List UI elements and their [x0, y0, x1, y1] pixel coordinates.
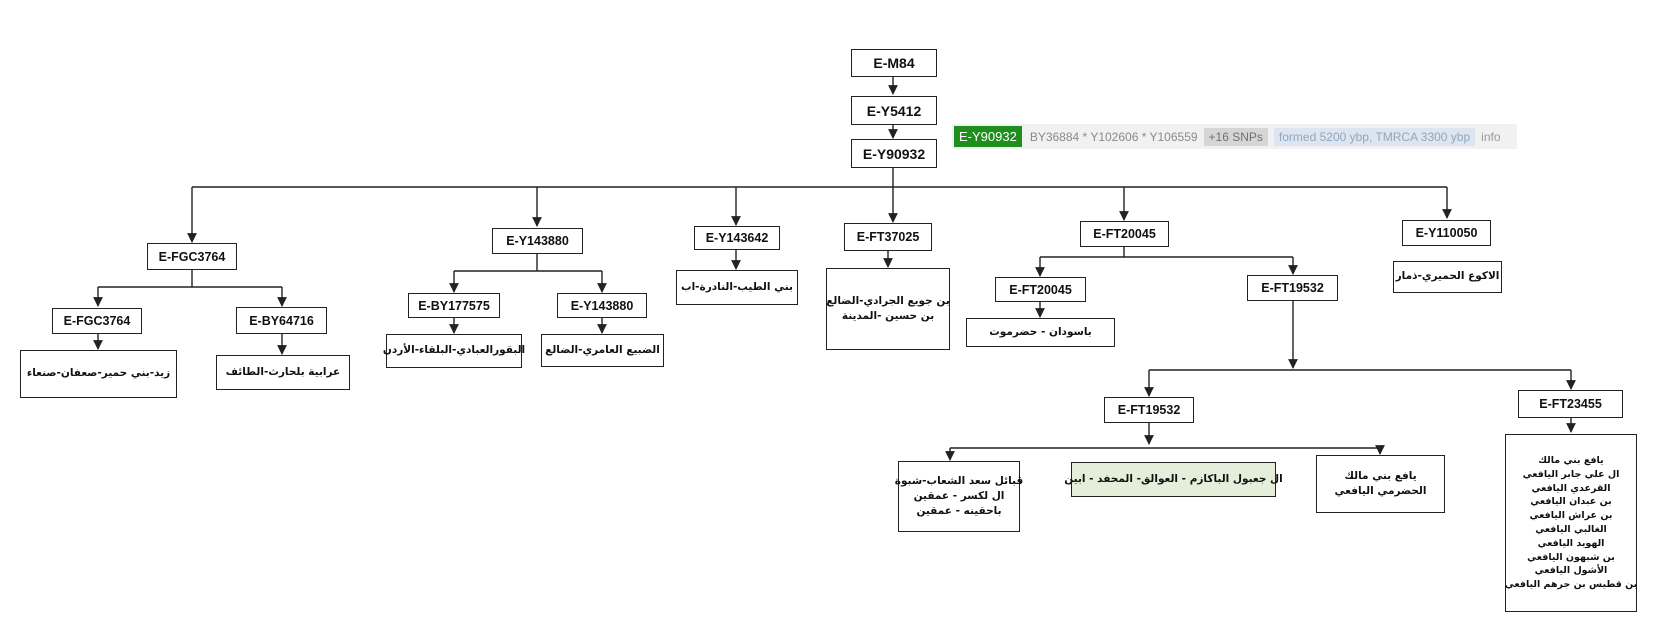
haplogroup-node-ft20045-sub: E-FT20045	[995, 277, 1086, 302]
lineage-leaf: الضبيع العامري-الضالع	[541, 334, 664, 367]
leaf-line: الأشول اليافعي	[1534, 565, 1608, 577]
haplogroup-node-y110050: E-Y110050	[1402, 220, 1491, 246]
leaf-line: بن عراش اليافعي	[1529, 510, 1613, 522]
lineage-leaf: زيد-بني حمير-صعفان-صنعاء	[20, 350, 177, 398]
snp-info-strip: E-Y90932 BY36884 * Y102606 * Y106559 +16…	[952, 124, 1517, 149]
leaf-line: قبائل سعد الشعاب-شبوة	[894, 474, 1024, 487]
haplogroup-node-level2: E-Y5412	[851, 96, 937, 125]
leaf-line: بن حسين -المدينة	[841, 310, 935, 322]
haplogroup-node-ft19532-sub: E-FT19532	[1104, 397, 1194, 423]
haplogroup-node-root: E-M84	[851, 49, 937, 77]
leaf-line: زيد-بني حمير-صعفان-صنعاء	[26, 367, 171, 380]
lineage-leaf: قبائل سعد الشعاب-شبوة ال لكسر - عمقين با…	[894, 461, 1024, 532]
haplogroup-node-level3: E-Y90932	[851, 139, 937, 168]
lineage-leaf: بني الطيب-النادرة-اب	[676, 270, 798, 305]
leaf-line: باحقينه - عمقين	[916, 505, 1002, 518]
lineage-leaf: باسودان - حضرموت	[966, 318, 1115, 347]
haplogroup-node-y143642: E-Y143642	[694, 226, 780, 250]
haplogroup-node-fgc3764: E-FGC3764	[147, 243, 237, 270]
leaf-line: البقورالعبادي-البلقاء-الأردن	[382, 344, 526, 357]
haplogroup-node-by177575: E-BY177575	[408, 293, 500, 318]
leaf-line: بني الطيب-النادرة-اب	[681, 280, 793, 293]
leaf-line: بن شبهون اليافعي	[1527, 551, 1615, 563]
lineage-leaf: يافع بني مالك الحضرمي اليافعي	[1316, 455, 1445, 513]
leaf-line: يافع بني مالك	[1538, 455, 1604, 467]
leaf-line: باسودان - حضرموت	[989, 325, 1092, 338]
haplogroup-node-ft37025: E-FT37025	[844, 223, 932, 251]
snp-count-badge[interactable]: +16 SNPs	[1203, 127, 1268, 146]
leaf-line: عرابية بلحارث-الطائف	[225, 365, 341, 378]
haplogroup-node-y143880: E-Y143880	[492, 228, 583, 254]
leaf-line: ال علي جابر اليافعي	[1522, 468, 1620, 480]
haplogroup-node-ft19532: E-FT19532	[1247, 275, 1338, 301]
snp-tag[interactable]: E-Y90932	[954, 126, 1022, 147]
leaf-line: الغالبي اليافعي	[1535, 524, 1607, 535]
leaf-line: الضبيع العامري-الضالع	[545, 343, 660, 356]
formed-age-badge: formed 5200 ybp, TMRCA 3300 ybp	[1273, 127, 1476, 146]
leaf-line: بن جويع الجرادي-الضالع	[826, 294, 950, 307]
haplogroup-node-y143880-sub: E-Y143880	[557, 293, 647, 318]
haplogroup-node-ft20045: E-FT20045	[1080, 221, 1169, 247]
leaf-line: ال جعبول الباكازم - العوالق- المحفد - اب…	[1064, 472, 1283, 485]
lineage-leaf: البقورالعبادي-البلقاء-الأردن	[382, 334, 526, 368]
leaf-line: الهويد اليافعي	[1537, 537, 1605, 549]
haplogroup-node-ft23455: E-FT23455	[1518, 390, 1623, 418]
leaf-line: بن عبدان اليافعي	[1530, 496, 1612, 508]
leaf-line: القرعدي اليافعي	[1531, 482, 1611, 494]
lineage-leaf: يافع بني مالك ال علي جابر اليافعي القرعد…	[1505, 434, 1637, 612]
haplogroup-node-by64716: E-BY64716	[236, 307, 327, 334]
snp-list: BY36884 * Y102606 * Y106559	[1029, 129, 1198, 144]
leaf-line: يافع بني مالك	[1344, 469, 1417, 482]
lineage-leaf: بن جويع الجرادي-الضالع بن حسين -المدينة	[826, 268, 950, 350]
lineage-leaf: الاكوع الحميري-ذمار	[1393, 261, 1502, 293]
info-link[interactable]: info	[1481, 129, 1501, 144]
lineage-leaf: عرابية بلحارث-الطائف	[216, 355, 350, 390]
haplogroup-node-fgc3764-sub: E-FGC3764	[52, 308, 142, 334]
lineage-leaf-highlighted: ال جعبول الباكازم - العوالق- المحفد - اب…	[1064, 462, 1283, 497]
leaf-line: ال لكسر - عمقين	[913, 489, 1005, 502]
leaf-line: الحضرمي اليافعي	[1334, 485, 1427, 497]
leaf-line: بن قطيس بن جرهم اليافعي	[1504, 579, 1638, 591]
leaf-line: الاكوع الحميري-ذمار	[1395, 270, 1500, 283]
